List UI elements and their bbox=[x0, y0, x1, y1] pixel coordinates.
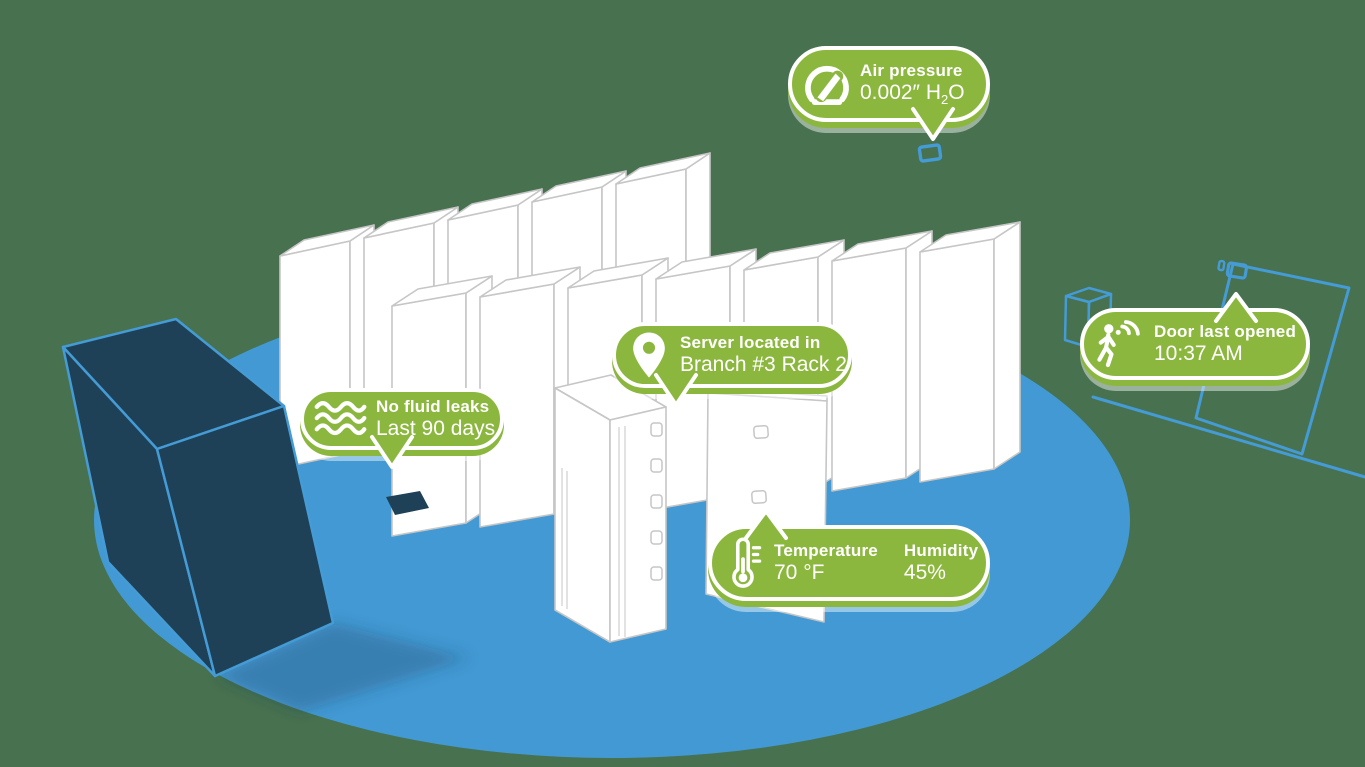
callout-tail bbox=[370, 435, 414, 469]
navy-cabinet bbox=[61, 317, 335, 678]
callout-title: Door last opened bbox=[1154, 322, 1297, 342]
callout-tail bbox=[1214, 292, 1258, 323]
door-opened-callout: Door last opened 10:37 AM bbox=[1080, 292, 1310, 380]
cabinet-shadow bbox=[215, 623, 470, 712]
callout-value: 0.002″ H2O bbox=[860, 80, 965, 107]
callout-value: 45% bbox=[903, 561, 946, 585]
leak-sensor bbox=[386, 491, 429, 515]
floor-edge-line bbox=[1091, 395, 1365, 479]
thermometer-icon bbox=[724, 535, 762, 591]
callout-value: Last 90 days bbox=[376, 417, 496, 441]
cabinet-front-face bbox=[155, 404, 335, 678]
server-rack bbox=[919, 221, 1021, 483]
door-vent-holes bbox=[751, 424, 769, 505]
location-pin-icon bbox=[630, 331, 668, 379]
gauge-icon bbox=[804, 63, 850, 105]
callout-value: 10:37 AM bbox=[1154, 342, 1243, 366]
temperature-humidity-callout: Temperature 70 °F Humidity 45% bbox=[708, 509, 990, 601]
callout-title: Air pressure bbox=[860, 60, 963, 80]
callout-title: Temperature bbox=[774, 541, 878, 561]
callout-title: No fluid leaks bbox=[376, 397, 490, 417]
callout-title: Humidity bbox=[903, 541, 979, 561]
rack-rail-holes bbox=[650, 422, 663, 581]
rack-left-face bbox=[554, 387, 611, 643]
callout-value: 70 °F bbox=[774, 561, 825, 585]
fluid-leaks-callout: No fluid leaks Last 90 days bbox=[300, 388, 504, 469]
callout-tail bbox=[654, 373, 698, 407]
air-pressure-sensor-icon bbox=[917, 143, 943, 163]
server-rack-front-open bbox=[554, 374, 667, 643]
callout-tail bbox=[744, 509, 788, 540]
callout-value: Branch #3 Rack 2 bbox=[680, 353, 847, 377]
air-pressure-callout: Air pressure 0.002″ H2O bbox=[788, 46, 990, 141]
motion-sensor-icon bbox=[1094, 319, 1146, 369]
door-sensor-icon bbox=[1217, 259, 1249, 280]
water-waves-icon bbox=[314, 399, 368, 439]
callout-tail bbox=[911, 107, 955, 141]
server-location-callout: Server located in Branch #3 Rack 2 bbox=[612, 322, 852, 407]
callout-title: Server located in bbox=[680, 333, 821, 353]
